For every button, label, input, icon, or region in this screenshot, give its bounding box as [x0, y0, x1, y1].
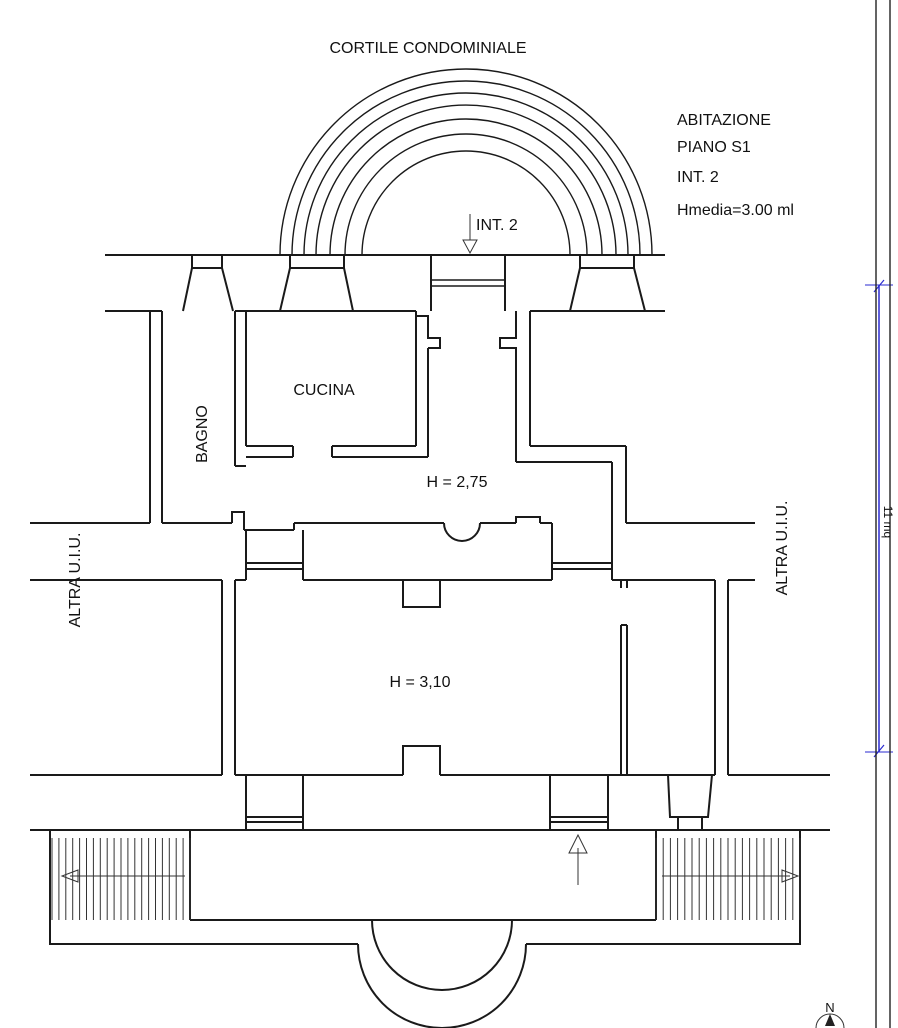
stairs-right [655, 838, 801, 920]
height-upper-label: H = 2,75 [427, 474, 488, 491]
info-line-2: PIANO S1 [677, 139, 751, 156]
top-wall [105, 254, 665, 312]
other-unit-left-label: ALTRA U.I.U. [67, 533, 84, 628]
stairs-left [51, 838, 191, 920]
terrace [49, 830, 801, 1028]
height-lower-label: H = 3,10 [390, 674, 451, 691]
upper-rooms [149, 310, 627, 580]
bottom-wall [30, 774, 830, 831]
stairs-arrows [60, 869, 800, 883]
sheet-border [875, 0, 891, 1028]
north-compass-icon [815, 1013, 845, 1028]
north-label: N [825, 1000, 834, 1015]
courtyard-steps [279, 68, 653, 256]
info-line-4: Hmedia=3.00 ml [677, 202, 794, 219]
kitchen-label: CUCINA [293, 382, 355, 399]
exit-arrow [568, 833, 588, 885]
info-line-1: ABITAZIONE [677, 112, 771, 129]
middle-wall [30, 511, 755, 581]
courtyard-label: CORTILE CONDOMINIALE [329, 40, 526, 57]
bathroom-label: BAGNO [194, 405, 211, 463]
lower-room [30, 579, 830, 776]
info-line-3: INT. 2 [677, 169, 719, 186]
entrance-label: INT. 2 [476, 217, 518, 234]
entrance-arrow [462, 214, 478, 255]
dimension-label: 11 mq [881, 506, 895, 538]
other-unit-right-label: ALTRA U.I.U. [774, 501, 791, 596]
